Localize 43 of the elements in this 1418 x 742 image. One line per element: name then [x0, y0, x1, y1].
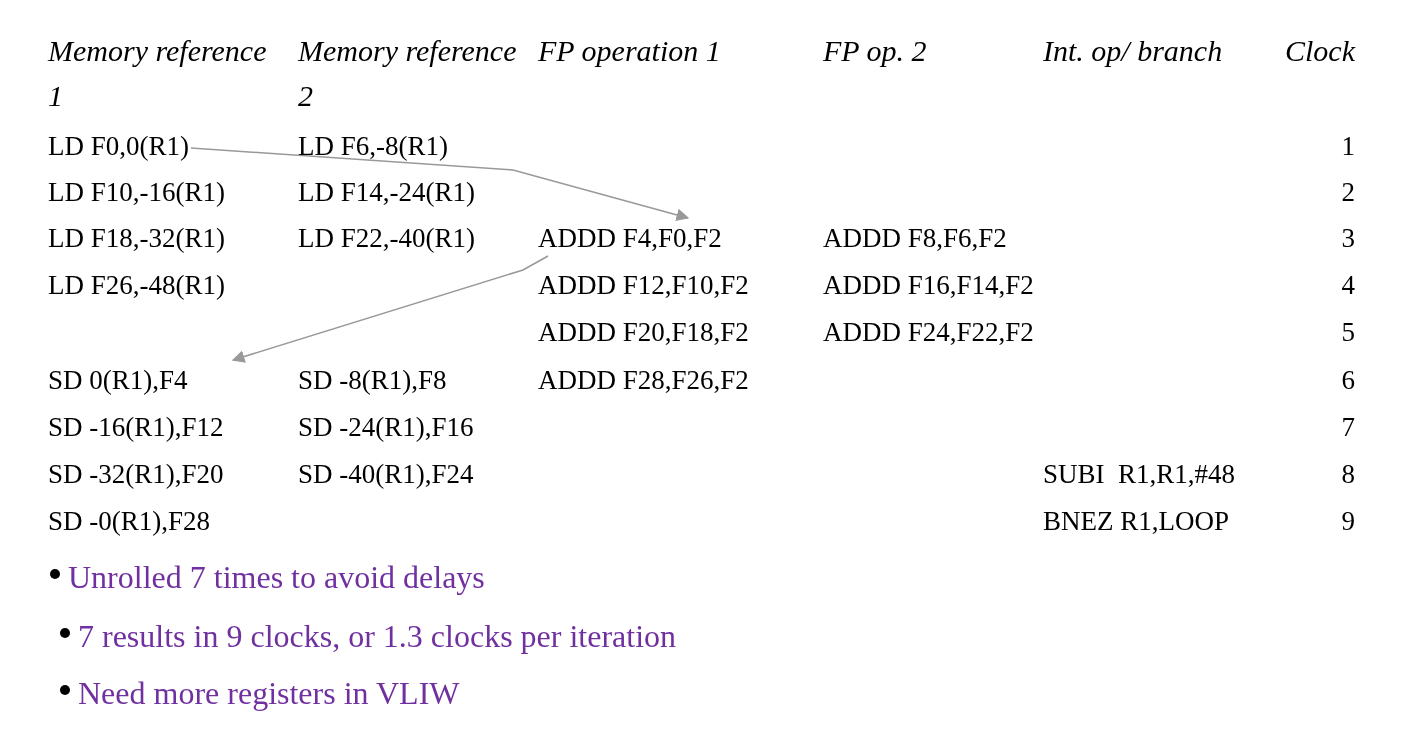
instruction-cell: BNEZ R1,LOOP	[1043, 505, 1229, 537]
instruction-cell: ADDD F16,F14,F2	[823, 269, 1034, 301]
clock-cell: 2	[1341, 176, 1355, 208]
instruction-cell: LD F14,-24(R1)	[298, 176, 475, 208]
clock-cell: 6	[1341, 364, 1355, 396]
clock-cell: 9	[1341, 505, 1355, 537]
instruction-cell: LD F0,0(R1)	[48, 131, 189, 161]
instruction-cell: SD -16(R1),F12	[48, 411, 224, 443]
column-header: Clock	[1285, 33, 1355, 69]
arrow	[231, 255, 549, 363]
column-header: FP op. 2	[823, 33, 928, 69]
instruction-cell: ADDD F4,F0,F2	[538, 223, 722, 253]
bullet-text: 7 results in 9 clocks, or 1.3 clocks per iteration	[78, 617, 677, 656]
instruction-cell: ADDD F28,F26,F2	[538, 364, 749, 396]
column-header: Memory reference 2	[298, 33, 518, 114]
instruction-cell: ADDD F24,F22,F2	[823, 316, 1034, 348]
arrow	[190, 147, 690, 222]
instruction-cell: LD F26,-48(R1)	[48, 269, 225, 301]
clock-cell: 5	[1341, 316, 1355, 348]
instruction-cell: SD -40(R1),F24	[298, 458, 474, 490]
clock-cell: 3	[1341, 222, 1355, 254]
instruction-cell: SD 0(R1),F4	[48, 365, 188, 395]
column-header: Int. op/ branch	[1043, 33, 1224, 69]
instruction-cell: LD F18,-32(R1)	[48, 222, 225, 254]
instruction-cell: SD -0(R1),F28	[48, 505, 210, 537]
instruction-cell: LD F22,-40(R1)	[298, 222, 475, 254]
column-header: FP operation 1	[538, 33, 722, 69]
clock-cell: 8	[1341, 458, 1355, 490]
bullet-text: Unrolled 7 times to avoid delays	[68, 558, 485, 597]
instruction-cell: SD -32(R1),F20	[48, 458, 224, 490]
instruction-cell: SD -8(R1),F8	[298, 364, 447, 396]
column-header: Memory reference 1	[48, 33, 268, 114]
clock-cell: 4	[1341, 269, 1355, 301]
instruction-cell: SD -24(R1),F16	[298, 411, 474, 443]
instruction-cell: ADDD F8,F6,F2	[823, 222, 1007, 254]
instruction-cell: ADDD F12,F10,F2	[538, 269, 749, 301]
instruction-cell: ADDD F20,F18,F2	[538, 316, 749, 348]
clock-cell: 7	[1341, 411, 1355, 443]
instruction-cell: LD F10,-16(R1)	[48, 176, 225, 208]
bullet-text: Need more registers in VLIW	[78, 674, 460, 713]
instruction-cell: SUBI R1,R1,#48	[1043, 458, 1236, 490]
clock-cell: 1	[1341, 130, 1355, 162]
instruction-cell: LD F6,-8(R1)	[298, 130, 448, 162]
